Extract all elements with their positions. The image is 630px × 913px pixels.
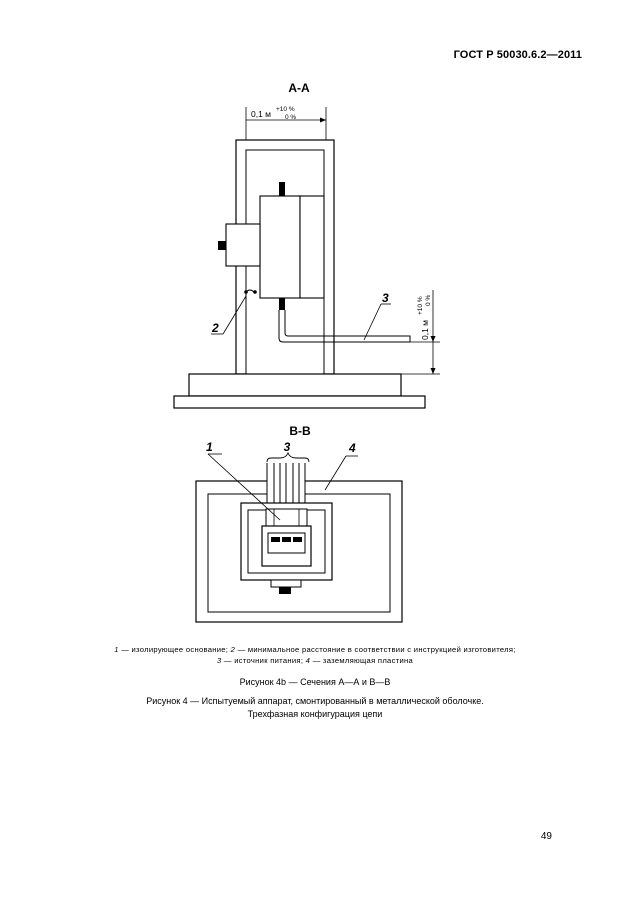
legend-text-3: — источник питания; xyxy=(221,656,306,665)
figure-4b-caption: Рисунок 4b — Сечения А—А и В—В xyxy=(239,677,391,687)
section-aa-title: А-А xyxy=(288,81,310,95)
legend-num-1: 1 xyxy=(114,645,119,654)
legend-text-1: — изолирующее основание; xyxy=(118,645,231,654)
device-bb xyxy=(240,502,333,594)
figure-4-caption: Рисунок 4 — Испытуемый аппарат, смонтиро… xyxy=(0,695,630,721)
page-number: 49 xyxy=(540,831,552,842)
dim-right-tol-upper: +10 % xyxy=(417,296,424,315)
supply-cable-aa xyxy=(278,310,411,343)
label-3-aa: 3 xyxy=(382,291,389,305)
legend-text-4: — заземляющая пластина xyxy=(310,656,414,665)
dim-top-tol-lower: 0 % xyxy=(285,114,296,121)
dim-right-value: 0,1 м xyxy=(420,320,430,340)
label-1-bb: 1 xyxy=(206,440,213,454)
section-bb-title: В-В xyxy=(289,424,311,438)
figure-4-caption-line2: Трехфазная конфигурация цепи xyxy=(247,709,383,719)
dim-right-tol-lower: 0 % xyxy=(425,295,432,306)
supply-cable-bb xyxy=(266,462,306,508)
device-aa xyxy=(218,182,325,310)
dimension-right: 0,1 м +10 % 0 % xyxy=(401,290,440,375)
dim-top-tol-upper: +10 % xyxy=(276,106,295,113)
legend-num-4: 4 xyxy=(305,656,311,665)
figure-4-caption-line1: Рисунок 4 — Испытуемый аппарат, смонтиро… xyxy=(146,696,484,706)
label-4-bb: 4 xyxy=(348,441,356,455)
standard-header: ГОСТ Р 50030.6.2—2011 xyxy=(453,49,582,61)
dim-top-value: 0,1 м xyxy=(251,109,271,119)
figure-legend: 1 — изолирующее основание; 2 — минимальн… xyxy=(60,644,570,666)
label-2-aa: 2 xyxy=(211,321,219,335)
legend-text-2: — минимальное расстояние в соответствии … xyxy=(235,645,516,654)
legend-num-2: 2 xyxy=(230,645,236,654)
legend-num-3: 3 xyxy=(216,656,222,665)
insulating-base-aa xyxy=(173,373,426,409)
dimension-top: 0,1 м +10 % 0 % xyxy=(245,106,327,140)
label-3-bb: 3 xyxy=(284,440,291,454)
